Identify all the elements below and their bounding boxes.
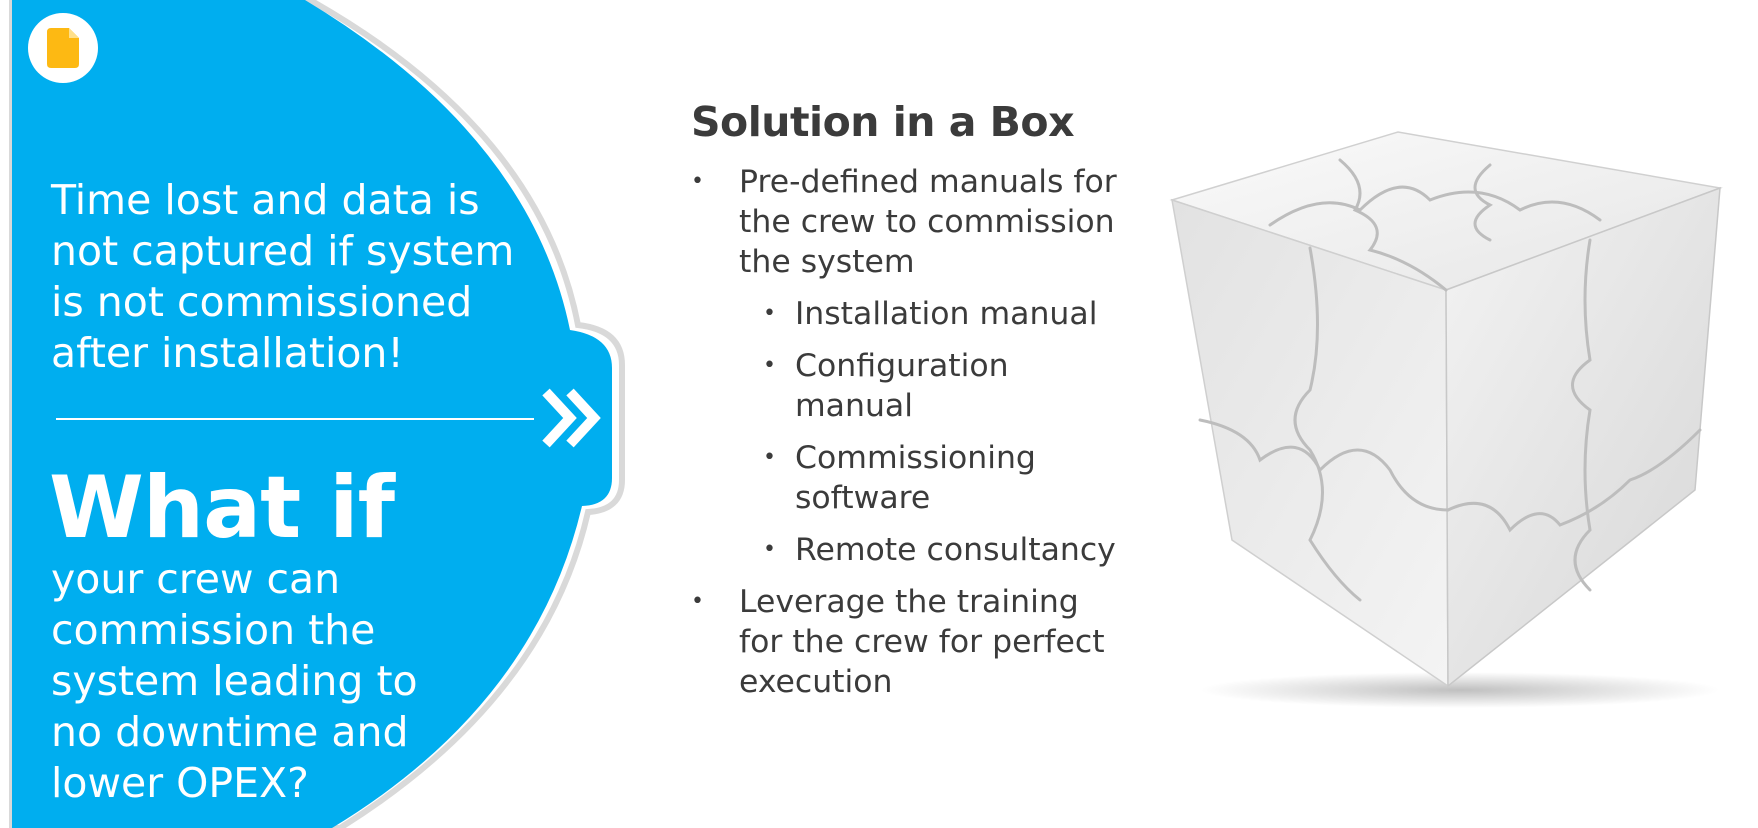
document-icon (47, 28, 79, 68)
sub-bullet-item: Configuration manual (691, 346, 1131, 426)
sub-bullet-item: Remote consultancy (691, 530, 1131, 570)
what-if-heading: What if (49, 458, 395, 558)
document-badge (28, 13, 98, 83)
divider-line (56, 418, 534, 420)
problem-statement: Time lost and data is not captured if sy… (51, 176, 515, 377)
double-chevron-right-icon (542, 388, 601, 448)
question-statement: your crew can commission the system lead… (51, 555, 418, 807)
solution-title: Solution in a Box (691, 98, 1075, 146)
bullet-item: Leverage the training for the crew for p… (691, 582, 1131, 702)
bullet-item: Pre-defined manuals for the crew to comm… (691, 162, 1131, 282)
sub-bullet-item: Commissioning software (691, 438, 1131, 518)
blue-panel-shape (9, 0, 625, 828)
puzzle-cube-image (1169, 131, 1723, 708)
sub-bullet-item: Installation manual (691, 294, 1131, 334)
solution-bullet-list: Pre-defined manuals for the crew to comm… (691, 162, 1131, 714)
